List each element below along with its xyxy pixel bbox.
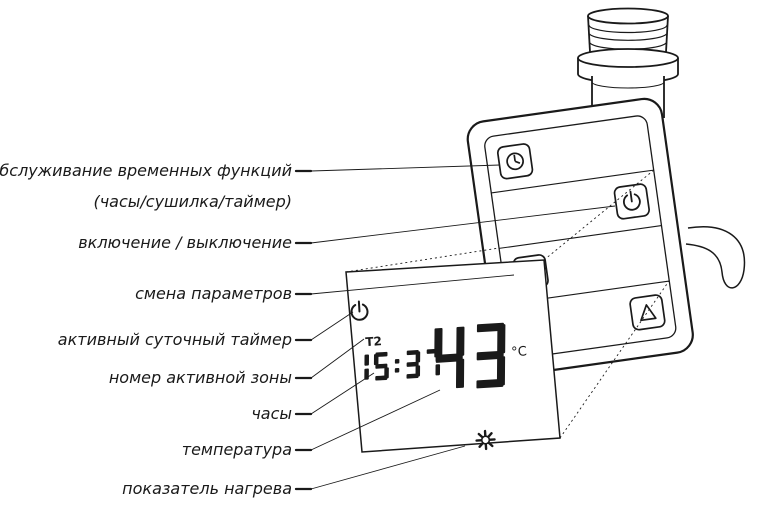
leader-line — [310, 445, 466, 490]
leader-lines — [294, 164, 616, 491]
panel-divider — [491, 169, 654, 194]
label-params: смена параметров — [135, 284, 292, 303]
leader-line — [310, 274, 515, 295]
label-heating: показатель нагрева — [122, 479, 292, 498]
temperature-unit-label: °C — [511, 344, 527, 360]
timer-button — [496, 143, 534, 180]
leader-line — [310, 389, 441, 451]
zone-number-label: T2 — [365, 334, 382, 349]
power-icon — [622, 190, 641, 211]
projection-line — [559, 280, 670, 439]
label-zone-number: номер активной зоны — [109, 368, 292, 387]
panel-divider — [498, 225, 662, 249]
leader-line — [310, 164, 501, 172]
label-temperature: температура — [182, 440, 292, 459]
sun-icon — [475, 429, 496, 451]
param-up-button — [629, 294, 666, 331]
daily-timer-indicator-icon — [350, 300, 369, 321]
lcd-temperature — [434, 322, 506, 389]
label-clock: часы — [251, 404, 292, 423]
projection-lines — [345, 169, 670, 439]
leader-line — [310, 205, 616, 244]
leader-line — [310, 372, 375, 415]
power-button — [613, 183, 650, 220]
clock-icon — [506, 152, 524, 171]
label-daily-timer: активный суточный таймер — [58, 330, 292, 349]
leader-line — [310, 311, 354, 341]
label-time-functions: обслуживание временных функций — [0, 161, 292, 180]
power-cable — [685, 226, 746, 289]
triangle-up-icon — [640, 304, 657, 322]
threaded-cap — [587, 7, 669, 53]
leader-line — [310, 338, 365, 379]
label-time-functions-sub: (часы/сушилка/таймер) — [93, 192, 292, 211]
projection-line — [345, 247, 500, 273]
label-power: включение / выключение — [78, 233, 292, 252]
projection-line — [543, 169, 655, 261]
